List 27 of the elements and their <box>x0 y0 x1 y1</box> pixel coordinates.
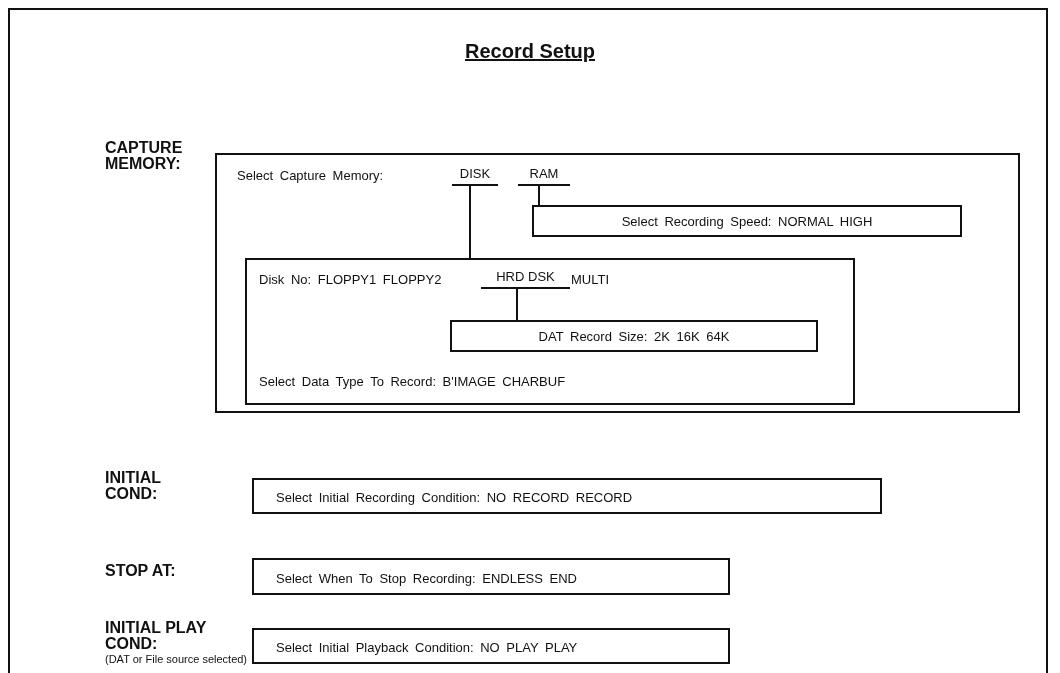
option-text: RAM <box>518 164 570 186</box>
setting-text: DAT Record Size: 2K 16K 64K <box>537 328 731 344</box>
connector-line <box>516 288 518 321</box>
setting-text: Select Initial Recording Condition: NO RECORD RECORD <box>276 490 633 505</box>
setting-text: Select Recording Speed: NORMAL HIGH <box>620 213 874 229</box>
settings-box <box>252 558 730 595</box>
settings-box <box>450 320 818 352</box>
option-text: DISK <box>452 164 498 186</box>
connector-line <box>538 185 540 206</box>
setting-text: Select When To Stop Recording: ENDLESS END <box>276 571 577 586</box>
section-label: CAPTURE MEMORY: <box>105 140 184 172</box>
section-label: INITIAL PLAY COND: <box>105 620 208 652</box>
setting-text: MULTI <box>571 272 610 287</box>
setting-text: Select Data Type To Record: B'IMAGE CHARBUF <box>259 374 566 389</box>
setting-text: Select Capture Memory: <box>237 168 384 183</box>
setting-text: Select Initial Playback Condition: NO PLAY PLAY <box>276 640 578 655</box>
setting-text: Disk No: FLOPPY1 FLOPPY2 <box>259 272 442 287</box>
settings-box <box>532 205 962 237</box>
section-label: INITIAL COND: <box>105 470 162 502</box>
title: Record Setup <box>465 40 595 62</box>
settings-box <box>215 153 1020 413</box>
settings-box <box>245 258 855 405</box>
section-label: STOP AT: <box>105 563 177 579</box>
settings-box <box>252 628 730 664</box>
connector-line <box>469 185 471 259</box>
option-text: HRD DSK <box>481 267 570 289</box>
settings-box <box>252 478 882 514</box>
